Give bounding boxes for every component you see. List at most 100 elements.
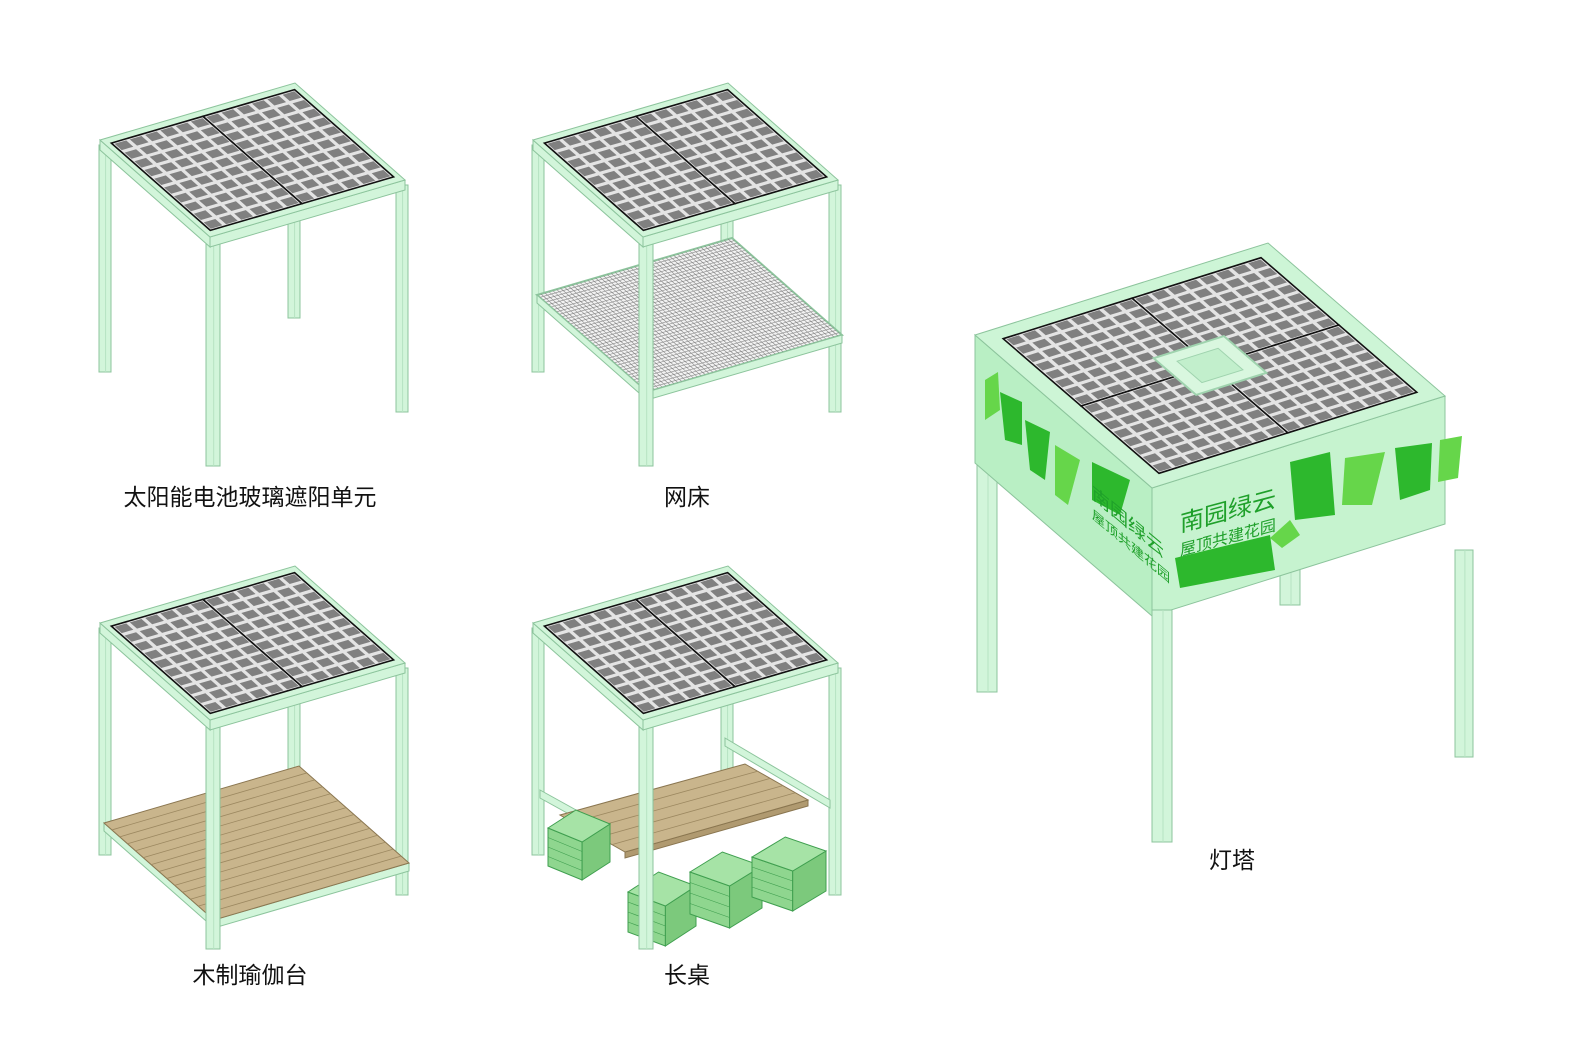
solar-cell	[693, 662, 712, 672]
solar-cell	[723, 653, 743, 663]
solar-cell	[261, 109, 281, 119]
solar-cell	[1154, 311, 1175, 322]
solar-cell	[218, 214, 238, 225]
solar-cell	[739, 165, 758, 176]
solar-cell	[700, 578, 720, 589]
solar-cell	[231, 117, 251, 128]
solar-cell	[697, 684, 717, 694]
net-line	[688, 250, 800, 348]
solar-cell	[300, 662, 320, 672]
solar-cell	[144, 649, 163, 660]
solar-cell	[1158, 448, 1179, 458]
solar-cell	[1094, 411, 1114, 421]
solar-cell	[1258, 267, 1278, 278]
solar-cell	[250, 653, 270, 664]
solar-cell	[749, 622, 769, 633]
solar-cell	[1197, 424, 1217, 435]
solar-cell	[1229, 299, 1249, 310]
solar-cell	[627, 175, 647, 185]
solar-cell	[735, 108, 755, 119]
net-line	[614, 271, 726, 370]
solar-cell	[322, 126, 341, 136]
solar-cell	[668, 622, 688, 633]
solar-cell	[218, 697, 238, 708]
solar-cell	[1158, 390, 1178, 401]
solar-cell	[654, 592, 674, 602]
solar-cell	[607, 157, 627, 168]
solar-cell	[1129, 422, 1149, 433]
solar-cell	[1236, 400, 1256, 411]
solar-cell	[1265, 368, 1285, 379]
solar-cell	[361, 644, 381, 654]
solar-cell	[678, 183, 697, 194]
solar-cell	[356, 174, 376, 184]
solar-cell	[622, 671, 641, 681]
solar-cell	[200, 162, 219, 172]
net-line	[618, 270, 730, 369]
solar-cell	[1258, 382, 1278, 393]
solar-cell	[1290, 315, 1310, 325]
solar-cell	[209, 205, 228, 216]
solar-cell	[713, 644, 733, 655]
solar-cell	[296, 157, 315, 167]
solar-cell	[1203, 411, 1224, 421]
solar-cell	[1280, 306, 1300, 317]
solar-cell	[200, 126, 220, 137]
solar-cell	[663, 636, 683, 646]
yoga-deck-drawing	[98, 565, 411, 950]
solar-cell	[285, 666, 305, 677]
solar-cell	[1310, 389, 1330, 399]
solar-cell	[653, 144, 673, 154]
solar-cell	[209, 170, 229, 181]
solar-cell	[1303, 345, 1323, 356]
solar-cell	[694, 627, 713, 637]
solar-cell	[1064, 385, 1085, 396]
net-line	[564, 286, 675, 385]
solar-cell	[713, 161, 733, 172]
solar-cell	[720, 596, 739, 606]
solar-cell	[1209, 283, 1229, 293]
solar-cell	[623, 601, 643, 611]
deck-plank-line	[135, 793, 331, 852]
solar-cell	[170, 135, 189, 146]
solar-cell	[292, 583, 312, 593]
solar-cell	[1310, 331, 1330, 342]
solar-cell	[271, 600, 291, 611]
solar-cell	[251, 618, 270, 628]
solar-cell	[627, 658, 647, 668]
solar-cell	[139, 144, 159, 155]
solar-cell	[1106, 326, 1126, 337]
solar-cell	[215, 640, 234, 651]
solar-cell	[1155, 426, 1175, 437]
solar-cell	[587, 175, 606, 185]
solar-cell	[200, 645, 219, 655]
box-rib	[751, 876, 793, 892]
solar-cell	[639, 596, 658, 607]
solar-cell	[662, 188, 682, 198]
solar-cell	[1374, 368, 1394, 379]
solar-cell	[184, 166, 204, 177]
solar-cell	[1161, 412, 1182, 423]
solar-cell	[1045, 369, 1065, 379]
sign-graphic	[1055, 445, 1080, 505]
solar-cell	[175, 605, 195, 616]
solar-cell	[124, 149, 144, 159]
solar-cell	[697, 201, 717, 211]
net-line	[685, 251, 796, 349]
solar-cell	[1345, 343, 1365, 354]
solar-cell	[169, 170, 189, 181]
solar-cell	[285, 183, 305, 194]
solar-cell	[1151, 289, 1171, 300]
solar-cell	[1051, 355, 1072, 366]
solar-cell	[633, 126, 653, 137]
deck-plank-line	[190, 841, 386, 900]
solar-cell	[206, 596, 225, 607]
solar-cell	[1242, 330, 1262, 341]
solar-cell	[739, 130, 759, 141]
solar-cell	[637, 183, 657, 194]
solar-cell	[710, 104, 729, 115]
solar-cell	[199, 197, 218, 207]
solar-cell	[155, 140, 174, 150]
solar-cell	[174, 640, 194, 651]
solar-cell	[175, 122, 195, 133]
